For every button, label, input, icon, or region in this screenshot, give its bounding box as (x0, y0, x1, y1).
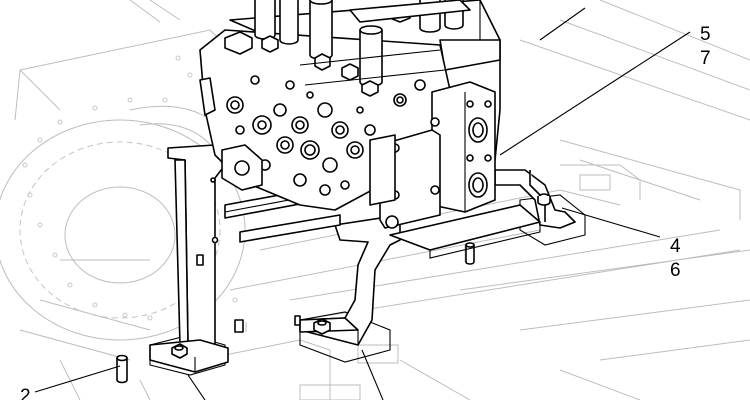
stud-part-2 (116, 354, 128, 384)
callout-2: 2 (20, 386, 31, 400)
small-stud-left (196, 254, 244, 333)
callout-7: 7 (700, 48, 711, 69)
leader-2 (34, 365, 121, 393)
leader-bottom-center (361, 349, 384, 400)
leader-bottom-left (187, 374, 206, 400)
callout-4: 4 (670, 236, 681, 257)
callout-6: 6 (670, 260, 681, 281)
leader-5-7 (499, 31, 691, 156)
left-support-bracket (149, 144, 229, 373)
control-valve-body (199, 0, 501, 229)
stud-rear-right (465, 242, 475, 265)
leader-4-6 (561, 207, 661, 238)
center-support-bracket (294, 214, 401, 346)
leader-top (539, 7, 586, 41)
leader-lines (34, 7, 691, 400)
right-support-bracket (389, 169, 576, 259)
callout-5: 5 (700, 24, 711, 45)
